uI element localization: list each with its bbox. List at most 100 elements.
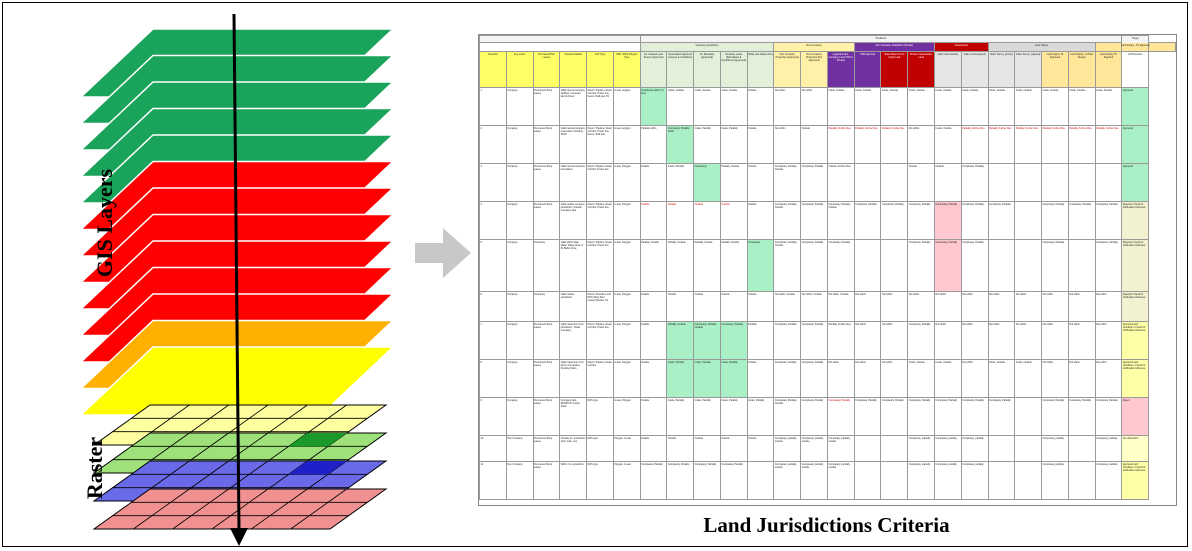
table-cell: Completely, Partially <box>1041 201 1069 240</box>
column-header: Claim Land (Active) <box>934 51 962 88</box>
table-cell: Linear, Polygon <box>612 321 641 360</box>
table-cell: Outside <box>639 435 668 462</box>
table-cell: Not within <box>1067 291 1096 322</box>
column-header: State Water Permit (Approved) <box>880 51 909 88</box>
table-cell: Outside, Further Rev. <box>826 163 855 202</box>
table-cell: Completely, partially, outside <box>773 461 802 500</box>
table-cell: Completely, Partially <box>960 163 989 202</box>
table-cell: Inside, Partially <box>693 397 721 436</box>
table-cell: Inside, Partially <box>666 163 695 202</box>
table-cell: Inside, Partially <box>746 397 775 436</box>
table-cell: Inside, Outside <box>826 87 855 126</box>
table-cell: Permanent/Temp lessee <box>532 201 561 240</box>
table-cell: Not within <box>907 291 936 322</box>
table-cell: Temporary <box>532 291 561 322</box>
table-cell: Permanent/Temp lessee <box>532 163 561 202</box>
table-cell <box>1014 397 1043 436</box>
table-cell: Not within <box>773 125 802 164</box>
table-cell: Direct / Pipeline, Road, Corridor; Power… <box>586 239 614 292</box>
table-cell: Outside <box>639 163 668 202</box>
table-cell: ROS type <box>586 397 614 436</box>
table-cell: Direct / Pipeline, Road, Corridor; Power… <box>586 321 614 360</box>
table-cell: Partially, Further Rev. <box>1067 125 1096 164</box>
table-cell: Completely, partially, outside <box>826 461 855 500</box>
table-cell: Completely, Partially <box>639 461 668 500</box>
table-cell: 9 <box>479 397 507 436</box>
table-cell: 4 <box>479 201 507 240</box>
column-header: Non Company Properties (Approved) <box>773 51 802 88</box>
table-cell: Completely, Partially, Outside <box>773 201 802 240</box>
table-cell: Completely, Partially within <box>666 125 695 164</box>
table-cell: Not within <box>934 321 962 360</box>
table-cell: Outside Co. jurisdiction (Non-main, etc) <box>559 435 588 462</box>
table-cell: Inside, Partially <box>719 359 748 398</box>
table-cell: Completely, partially <box>934 435 962 462</box>
table-cell: Completely, Partially, Outside <box>826 201 855 240</box>
column-header: Legal and Non-Company Land (TPLO, Privat… <box>826 51 855 88</box>
group-header-4: Government <box>934 42 989 52</box>
column-header: LUP Decision <box>1121 51 1150 88</box>
table-cell: Not within <box>1094 321 1123 360</box>
table-cell: Completely, Partially <box>853 397 882 436</box>
table-cell: Linear, Polygon <box>612 163 641 202</box>
table-cell: Partially, Outside <box>719 163 748 202</box>
table-cell: Valid internal company facilities; Compa… <box>559 87 588 126</box>
table-cell: Rejected / Send for Verification & Revie… <box>1121 291 1150 322</box>
table-cell: Not within, Outside <box>826 291 855 322</box>
table-cell <box>1014 239 1043 292</box>
table-cell: Inside, Outside <box>880 87 909 126</box>
table-cell: Inside, Outside <box>1094 87 1123 126</box>
table-cell: Outside <box>639 359 668 398</box>
table-cell: Not within <box>934 291 962 322</box>
table-cell: Permanent/Temp lessee <box>532 321 561 360</box>
column-header: LUP Type <box>586 51 614 88</box>
table-cell: Inside, Partially <box>666 359 695 398</box>
table-cell: Inside, Outside <box>907 359 936 398</box>
table-cell: Permanent/Temp lessee <box>532 435 561 462</box>
table-cell: Rejected / Send for Verification & Revie… <box>1121 239 1150 292</box>
table-cell <box>1067 163 1096 202</box>
table-cell: ROS type <box>586 435 614 462</box>
column-header: Reservation Approved (Licence & Conditio… <box>666 51 695 88</box>
table-cell: Approved with Condition or Send for Veri… <box>1121 359 1150 398</box>
table-cell: Inside, Partially <box>693 125 721 164</box>
table-cell: Partially, Further Rev. <box>853 125 882 164</box>
table-cell: Company <box>505 163 534 202</box>
table-cell: Not within <box>853 359 882 398</box>
table-cell: Inside, Outside <box>907 87 936 126</box>
table-cell <box>1094 163 1123 202</box>
table-cell: Completely, partially <box>1041 435 1069 462</box>
table-cell: Completely, Partially, Outside <box>773 163 802 202</box>
table-cell <box>853 163 882 202</box>
table-cell: Outside <box>746 163 775 202</box>
table-cell: Completely, partially, outside <box>800 435 828 462</box>
table-cell: Completely, Partially, Outside <box>773 397 802 436</box>
table-cell <box>1067 239 1096 292</box>
table-cell: Partially, Outside <box>639 239 668 292</box>
down-arrow-icon <box>230 528 248 546</box>
table-cell: Completely, Partially <box>693 461 721 500</box>
table-cell: Partially, Further Rev. <box>1094 125 1123 164</box>
table-cell: Outside <box>666 291 695 322</box>
column-header: Company Lease (Boundaries & Conditions) … <box>719 51 748 88</box>
table-cell: Completely, Partially <box>800 201 828 240</box>
group-header-3: Non Company Jurisdiction (Private) <box>853 42 936 52</box>
table-cell: Permanent/Temp lessee <box>532 461 561 500</box>
table-cell: Partially, Outside <box>666 321 695 360</box>
table-cell: Not within <box>1067 321 1096 360</box>
table-cell <box>987 435 1016 462</box>
table-cell: Inside, Outside <box>693 87 721 126</box>
table-cell: Not within <box>987 321 1016 360</box>
table-cell: Partially within <box>639 125 668 164</box>
table-cell: Not within <box>960 291 989 322</box>
group-header-0 <box>479 42 641 52</box>
table-cell: Completely, Partially <box>960 239 989 292</box>
table-cell: Completely, Partially <box>880 201 909 240</box>
table-cell: Inside, Outside <box>987 359 1016 398</box>
table-cell: Partially, Outside <box>666 239 695 292</box>
table-cell: Outside <box>746 201 775 240</box>
table-cell: Not within <box>1041 359 1069 398</box>
